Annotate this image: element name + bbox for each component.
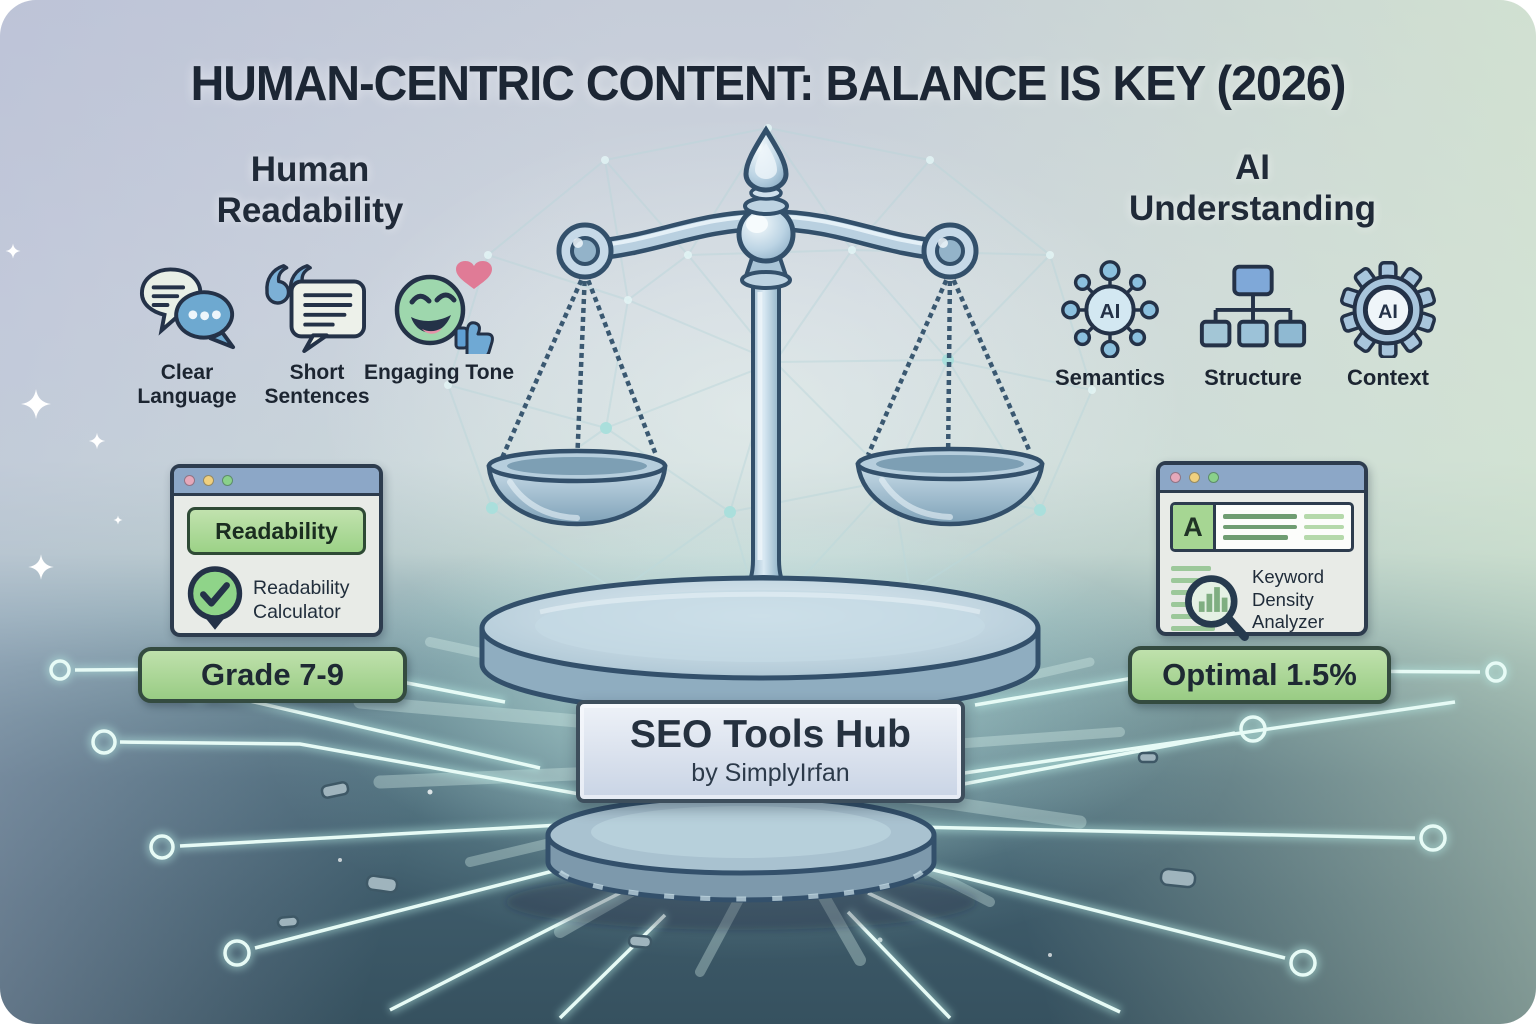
plaque-title: SEO Tools Hub (630, 713, 911, 757)
readability-tool-row: Readability Calculator (174, 563, 379, 637)
ai-label: AI (1100, 300, 1121, 323)
grade-badge: Grade 7-9 (138, 647, 407, 703)
green-dot-icon (1208, 472, 1219, 483)
analyzer-tool-label: Keyword Density Analyzer (1252, 566, 1324, 633)
analyzer-header: A (1170, 502, 1354, 552)
ai-network-icon: AI (1032, 256, 1188, 358)
plaque-subtitle: by SimplyIrfan (691, 758, 850, 787)
ai-label: AI (1378, 301, 1398, 323)
hierarchy-icon (1178, 256, 1328, 358)
yellow-dot-icon (1189, 472, 1200, 483)
pedestal-illustration (479, 575, 1041, 930)
plaque: SEO Tools Hub by SimplyIrfan (576, 700, 965, 803)
window-titlebar (174, 468, 379, 496)
feature-context: AI Context (1312, 256, 1464, 390)
left-heading: Human Readability (160, 150, 460, 231)
keyword-analyzer-window: A Keyword Density Analyzer (1156, 461, 1368, 641)
feature-label: Semantics (1054, 365, 1166, 390)
feature-label: Context (1347, 365, 1429, 390)
smiley-thumbs-up-icon (362, 252, 516, 354)
right-heading-line1: AI (1235, 148, 1270, 187)
scale-finial (736, 125, 796, 290)
feature-label: Structure (1204, 365, 1302, 390)
right-heading-line2: Understanding (1129, 188, 1376, 228)
chat-bubbles-icon (112, 252, 262, 354)
analyzer-body: Keyword Density Analyzer (1160, 561, 1364, 641)
left-heading-line1: Human (250, 150, 370, 189)
feature-short-sentences: Short Sentences (246, 252, 388, 409)
left-heading-line2: Readability (216, 190, 404, 230)
network-mesh (444, 124, 1096, 626)
balance-scale-illustration (486, 125, 1045, 594)
pink-dot-icon (1170, 472, 1181, 483)
feature-engaging-tone: Engaging Tone (362, 252, 516, 385)
right-heading: AI Understanding (1075, 148, 1430, 229)
window-titlebar (1160, 465, 1364, 493)
optimal-density-badge: Optimal 1.5% (1128, 646, 1391, 704)
scale-pan-right (855, 446, 1045, 527)
feature-clear-language: Clear Language (112, 252, 262, 409)
text-lines (1216, 505, 1304, 549)
feature-structure: Structure (1178, 256, 1328, 390)
page-title: HUMAN-CENTRIC CONTENT: BALANCE IS KEY (2… (190, 57, 1347, 111)
feature-label: Short Sentences (264, 361, 370, 408)
feature-label: Clear Language (137, 361, 237, 408)
readability-tool-label: Readability Calculator (253, 577, 350, 623)
scale-pivot-left (556, 222, 614, 280)
green-dot-icon (222, 475, 233, 486)
text-lines-light (1304, 505, 1351, 549)
ai-gear-icon: AI (1312, 256, 1464, 358)
scale-chains (499, 271, 1033, 465)
readability-button: Readability (187, 507, 366, 555)
scale-pivot-right (921, 222, 979, 280)
pebbles (276, 751, 1197, 949)
check-badge-icon (186, 564, 244, 637)
readability-window: Readability Readability Calculator (170, 464, 383, 637)
quote-bubble-icon (246, 252, 388, 354)
scale-pan-left (486, 448, 668, 527)
feature-label: Engaging Tone (363, 361, 515, 384)
yellow-dot-icon (203, 475, 214, 486)
pink-dot-icon (184, 475, 195, 486)
letter-a-icon: A (1173, 505, 1216, 549)
keyword-magnifier-icon (1180, 569, 1254, 656)
feature-semantics: AI Semantics (1032, 256, 1188, 390)
